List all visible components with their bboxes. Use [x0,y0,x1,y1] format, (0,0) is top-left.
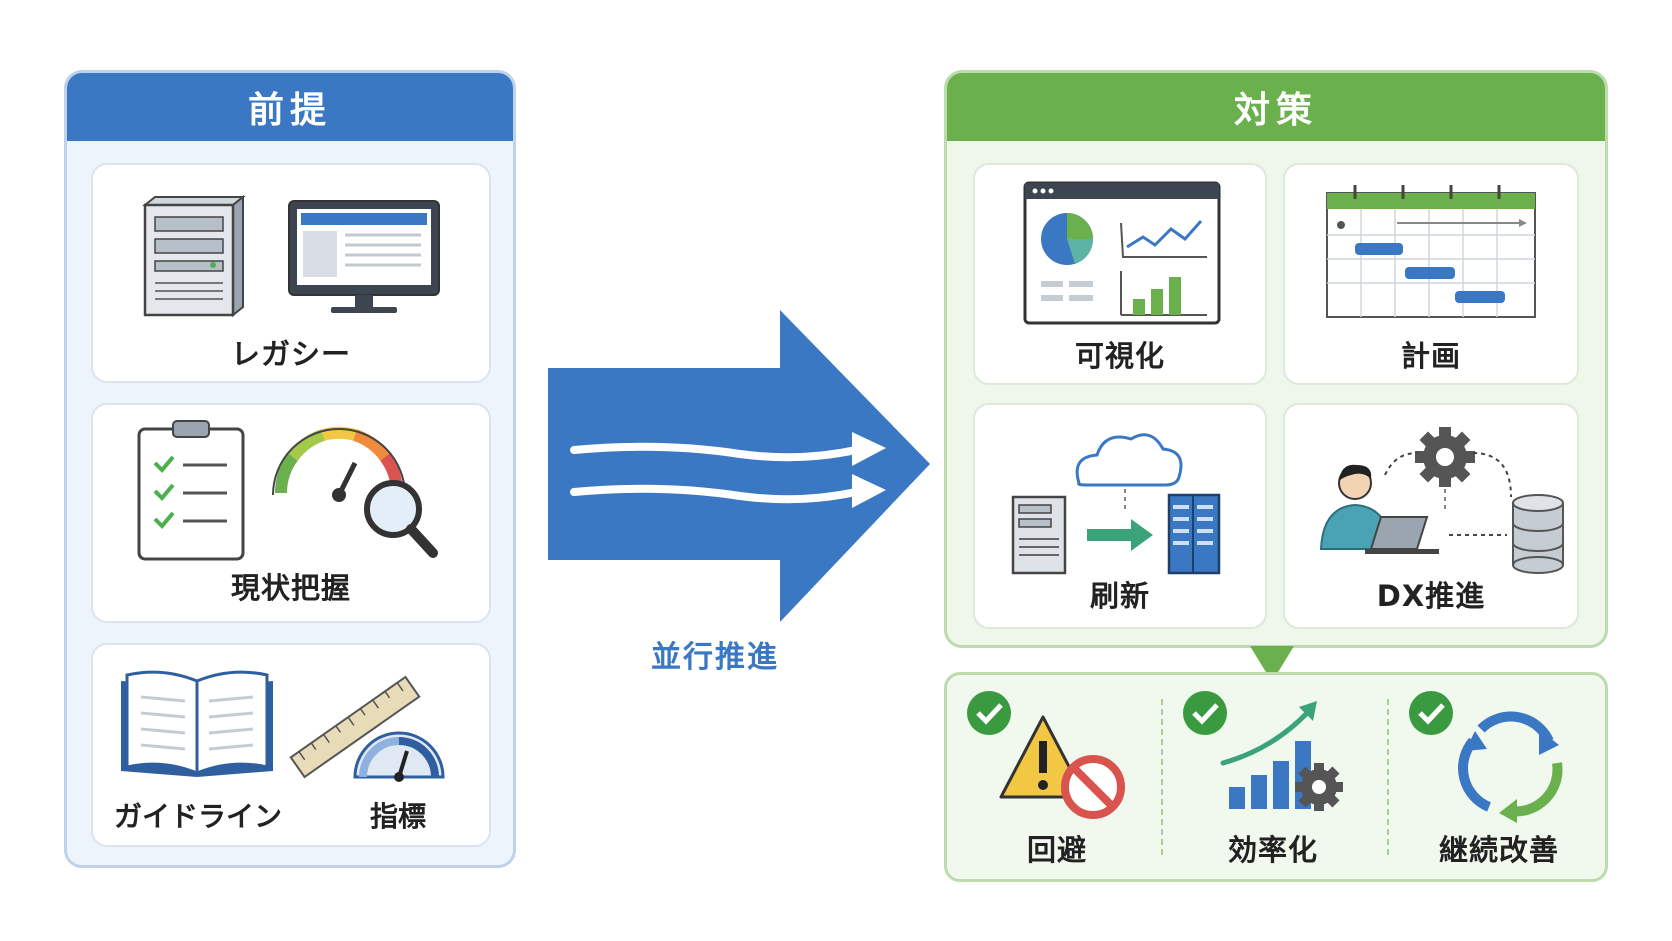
server-tower-icon [142,194,246,318]
result-divider [1387,699,1389,855]
magnifier-icon [364,480,438,558]
result-improvement: 継続改善 [1389,675,1609,879]
result-efficiency: 効率化 [1163,675,1383,879]
parallel-label: 並行推進 [651,640,779,675]
database-icon [1512,494,1564,574]
planning-label: 計画 [1400,339,1461,373]
dx-card: DX推進 [1283,403,1579,629]
renewal-label: 刷新 [1089,579,1150,613]
speedometer-icon [353,731,445,782]
dx-label: DX推進 [1376,579,1486,613]
gantt-calendar-icon [1326,185,1536,318]
ruler-icon [289,675,421,779]
planning-card: 計画 [1283,163,1579,385]
check-circle-icon [1409,691,1453,735]
big-arrow-icon [548,310,930,622]
flow-line-bottom [570,484,860,504]
migration-arrow-icon [1087,519,1153,551]
dashboard-icon [1023,181,1221,325]
flow-line-top [570,442,860,462]
person-laptop-icon [1319,464,1439,554]
open-book-icon [121,670,273,777]
old-server-icon [1011,495,1067,575]
prohibited-icon [1061,755,1125,819]
gear-icon [1415,427,1475,487]
measures-title: 対策 [947,73,1605,141]
premise-panel: 前提 [64,70,516,868]
result-divider [1161,699,1163,855]
visualization-label: 可視化 [1074,339,1165,373]
result-avoid: 回避 [947,675,1167,879]
renewal-card: 刷新 [973,403,1267,629]
guideline-card: ガイドライン 指標 [91,643,491,847]
efficiency-label: 効率化 [1227,833,1318,867]
cloud-icon [1075,433,1183,487]
avoid-label: 回避 [1026,833,1087,867]
new-server-icon [1167,493,1221,575]
assessment-label: 現状把握 [230,571,351,605]
check-circle-icon [1183,691,1227,735]
assessment-card: 現状把握 [91,403,491,623]
checklist-clipboard-icon [137,420,245,561]
down-pointer-icon [1250,646,1294,682]
measures-panel: 対策 可視化 [944,70,1608,648]
premise-title: 前提 [67,73,513,141]
legacy-card: レガシー [91,163,491,383]
guideline-label: ガイドライン [113,800,282,833]
monitor-icon [288,200,440,313]
results-box: 回避 [944,672,1608,882]
indicator-label: 指標 [369,800,426,833]
legacy-label: レガシー [230,337,351,371]
check-circle-icon [967,691,1011,735]
cycle-arrows-icon [1458,711,1563,823]
gear-icon [1295,763,1343,811]
visualization-card: 可視化 [973,163,1267,385]
improvement-label: 継続改善 [1438,833,1559,867]
